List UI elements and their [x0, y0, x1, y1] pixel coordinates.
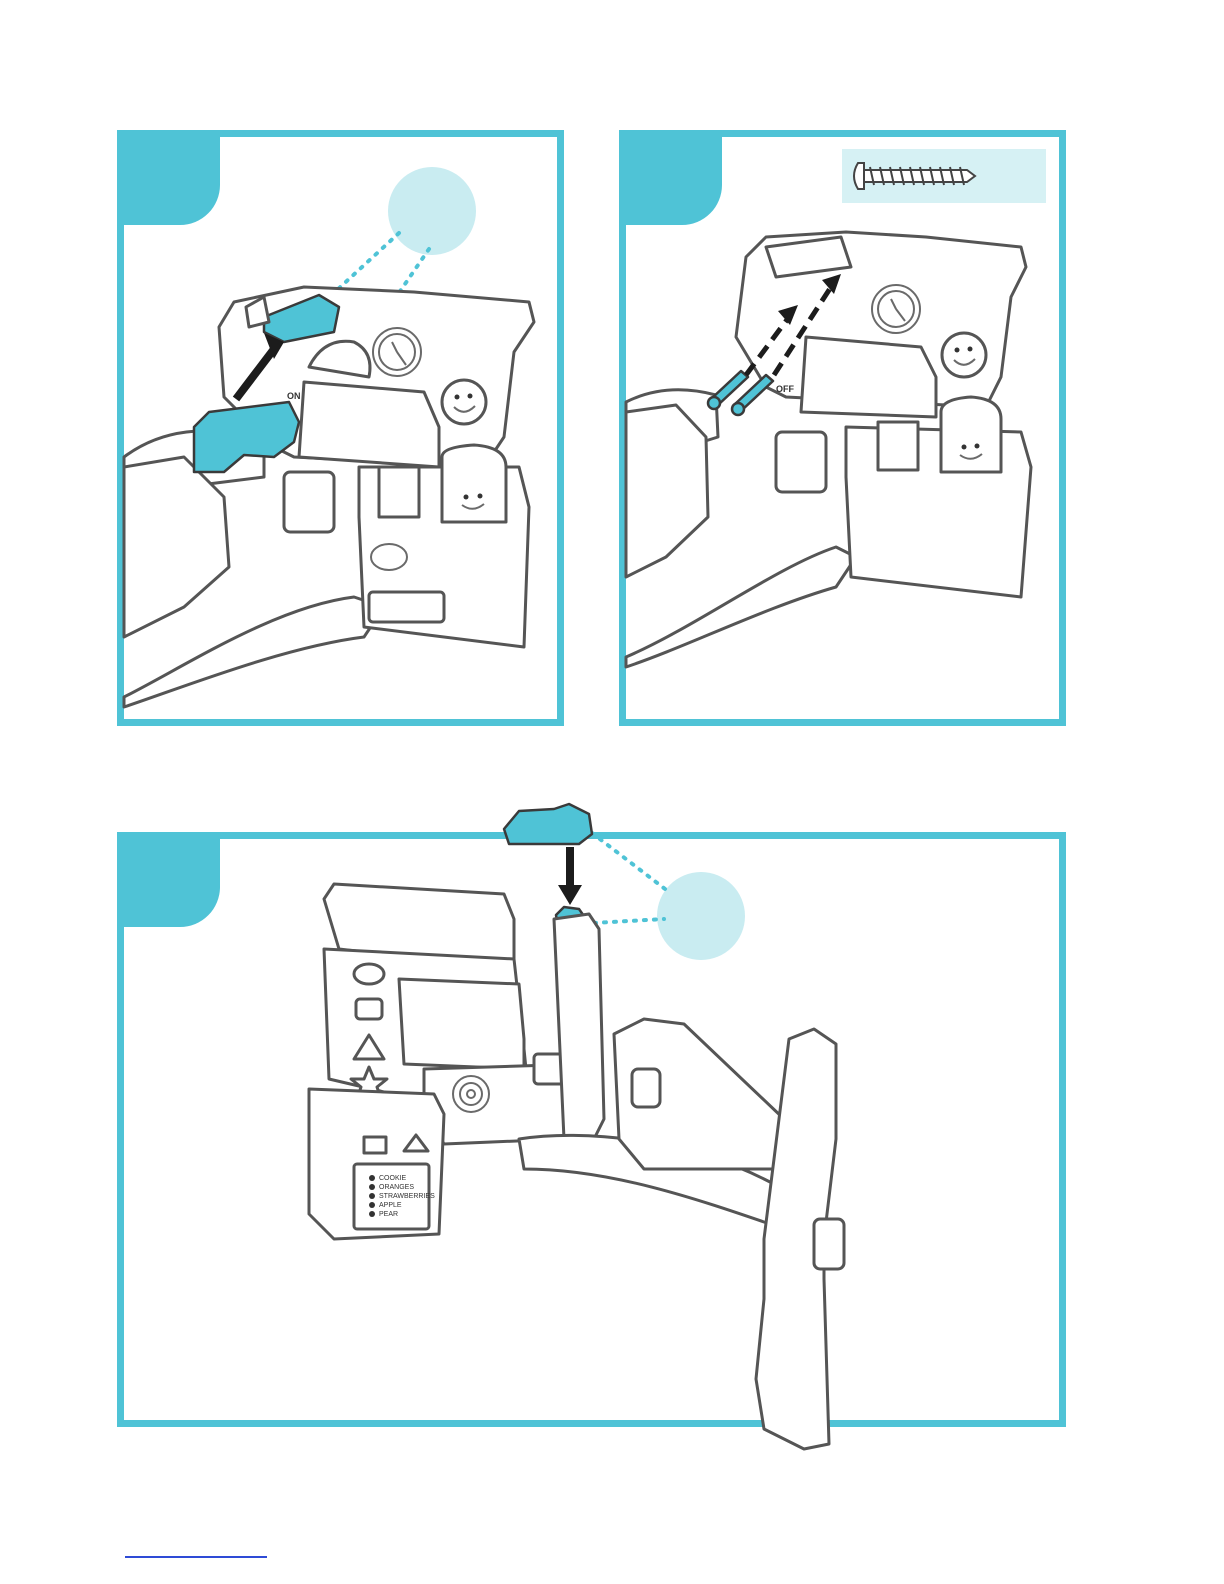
menu-item: STRAWBERRIES — [379, 1193, 435, 1200]
side-control-buttons — [814, 1219, 844, 1269]
smiley-face-icon — [942, 333, 986, 377]
menu-item: APPLE — [379, 1202, 402, 1209]
kitchen-illustration-step-2: OFF — [626, 137, 1073, 733]
rail-cap-part — [504, 804, 592, 844]
svg-text:OFF: OFF — [776, 384, 794, 394]
step-panel-2: OFF — [619, 130, 1066, 726]
kitchen-illustration-step-1: ON — [124, 137, 571, 733]
footer-rule — [125, 1556, 267, 1558]
photo-tile — [379, 467, 419, 517]
square-shape-icon — [356, 999, 382, 1019]
step-panel-1: ON — [117, 130, 564, 726]
step-panel-3: COOKIE ORANGES STRAWBERRIES APPLE PEAR — [117, 832, 1066, 1427]
svg-text:ON: ON — [287, 391, 301, 401]
menu-item: COOKIE — [379, 1175, 407, 1182]
smiley-face-icon — [442, 380, 486, 424]
cabinet-button-square — [364, 1137, 386, 1153]
kitchen-illustration-step-3: COOKIE ORANGES STRAWBERRIES APPLE PEAR — [124, 839, 1073, 1434]
oval-shape-icon — [354, 964, 384, 984]
menu-item: PEAR — [379, 1211, 398, 1218]
cabinet-nameplate — [369, 592, 444, 622]
menu-item: ORANGES — [379, 1184, 414, 1191]
photo-tile — [878, 422, 918, 470]
